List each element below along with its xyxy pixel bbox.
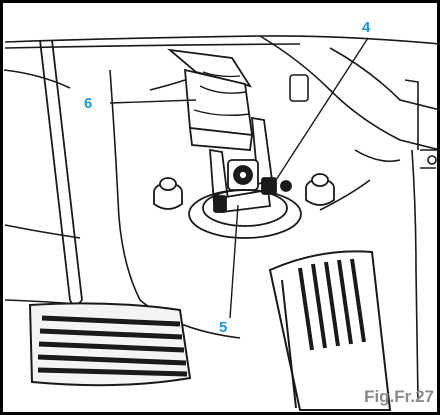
bracket-right <box>289 74 440 169</box>
callout-label-5: 5 <box>219 319 228 336</box>
callout-label-6: 6 <box>84 95 93 112</box>
leader-line-6 <box>109 99 197 104</box>
body-outlines <box>3 35 440 401</box>
left-pedal-pad <box>28 302 192 387</box>
leader-line-4 <box>275 37 369 181</box>
pedestal-plate <box>153 173 335 239</box>
left-pedal-lever <box>39 39 83 306</box>
steering-column <box>167 48 254 151</box>
leader-line-5 <box>229 204 239 319</box>
right-pedal <box>268 250 392 411</box>
callout-label-4: 4 <box>362 19 371 36</box>
leader-lines <box>109 37 369 319</box>
figure-caption: Fig.Fr.27 <box>364 387 434 406</box>
universal-joint <box>209 116 277 214</box>
